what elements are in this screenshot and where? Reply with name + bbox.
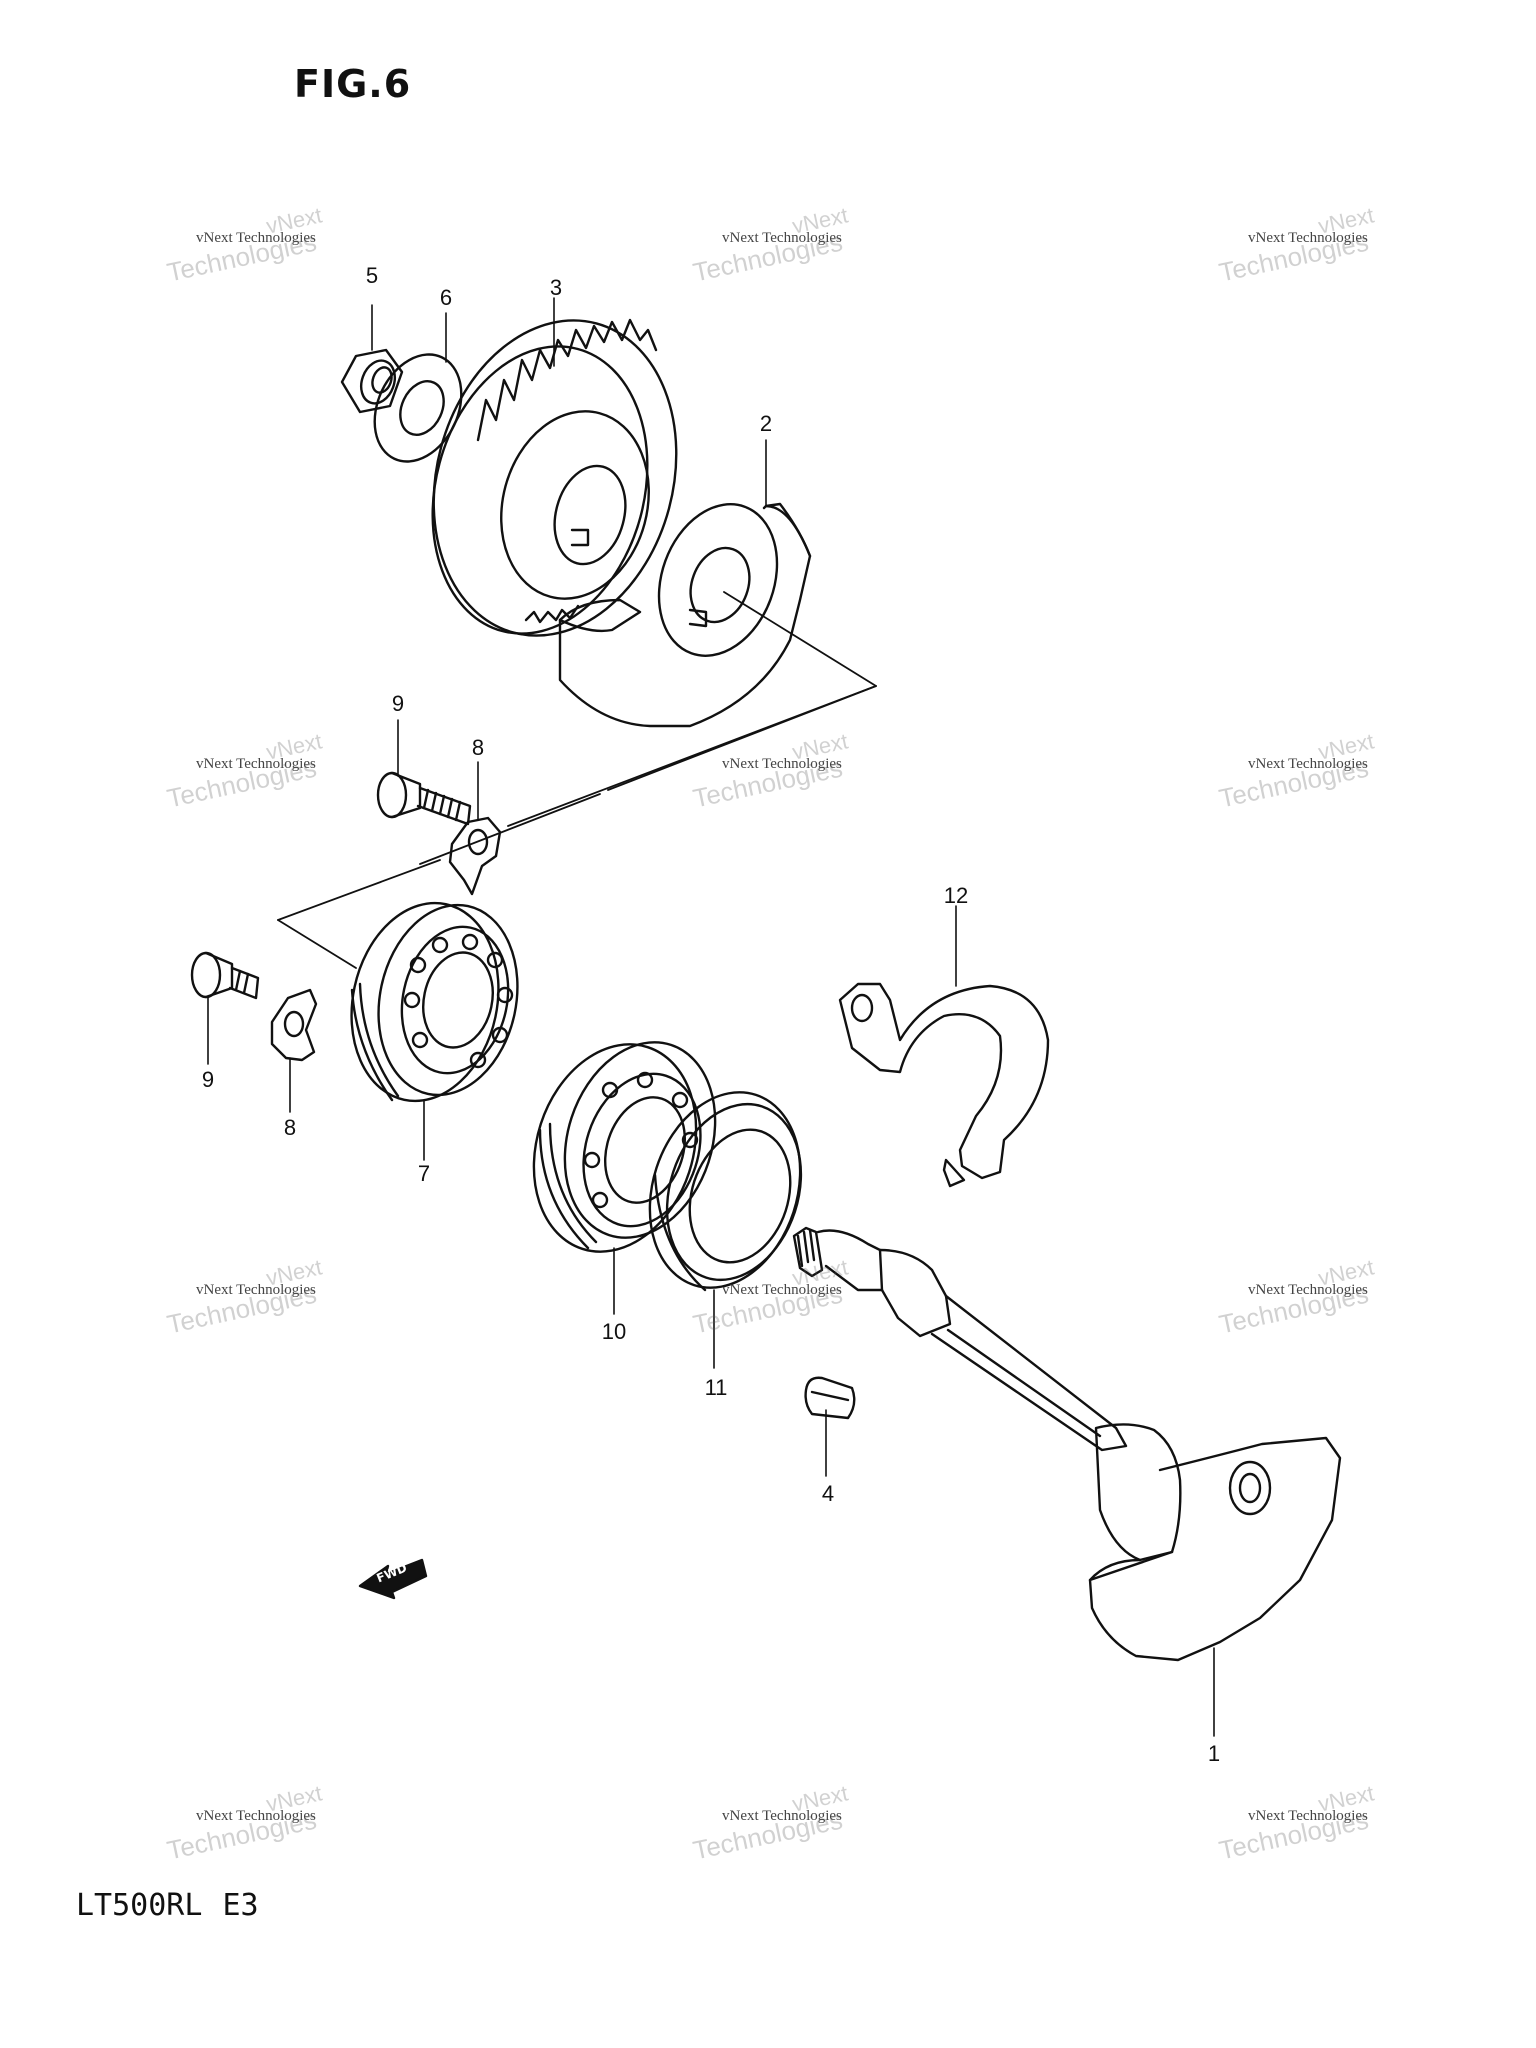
callout-part-3: 3 bbox=[549, 275, 563, 300]
callout-part-7: 7 bbox=[417, 1161, 431, 1186]
part-11-oil-seal bbox=[648, 1091, 803, 1292]
part-1-balancer-shaft bbox=[792, 1226, 1342, 1662]
part-9-bolt-lower bbox=[190, 951, 260, 1000]
callout-part-9-upper: 9 bbox=[391, 691, 405, 716]
part-2-balancer-weight bbox=[558, 502, 812, 728]
callout-part-8-lower: 8 bbox=[283, 1115, 297, 1140]
part-10-bearing bbox=[532, 1041, 717, 1253]
callout-part-2: 2 bbox=[759, 411, 773, 436]
part-3-balancer-gear bbox=[431, 318, 678, 637]
callout-part-1: 1 bbox=[1207, 1741, 1221, 1766]
part-7-bearing bbox=[350, 901, 519, 1103]
callout-part-10: 10 bbox=[601, 1319, 627, 1344]
fwd-direction-arrow bbox=[358, 1558, 428, 1600]
callout-leaders bbox=[207, 297, 1215, 1737]
callout-part-8-upper: 8 bbox=[471, 735, 485, 760]
callout-part-12: 12 bbox=[943, 883, 969, 908]
callout-part-6: 6 bbox=[439, 285, 453, 310]
part-8-lock-washer-upper bbox=[448, 816, 502, 896]
figure-title: FIG.6 bbox=[294, 62, 412, 106]
part-9-bolt-upper bbox=[376, 771, 472, 826]
part-8-lock-washer-lower bbox=[270, 988, 318, 1062]
part-5-nut bbox=[340, 348, 404, 414]
callout-part-5: 5 bbox=[365, 263, 379, 288]
callout-part-9-lower: 9 bbox=[201, 1067, 215, 1092]
part-12-bracket bbox=[838, 982, 1050, 1188]
callout-part-11: 11 bbox=[704, 1375, 728, 1400]
model-code-footer: LT500RL E3 bbox=[76, 1888, 279, 1923]
part-4-key bbox=[804, 1376, 856, 1420]
model-code: LT500RL bbox=[76, 1888, 203, 1923]
region-code: E3 bbox=[222, 1888, 259, 1923]
callout-part-4: 4 bbox=[821, 1481, 835, 1506]
